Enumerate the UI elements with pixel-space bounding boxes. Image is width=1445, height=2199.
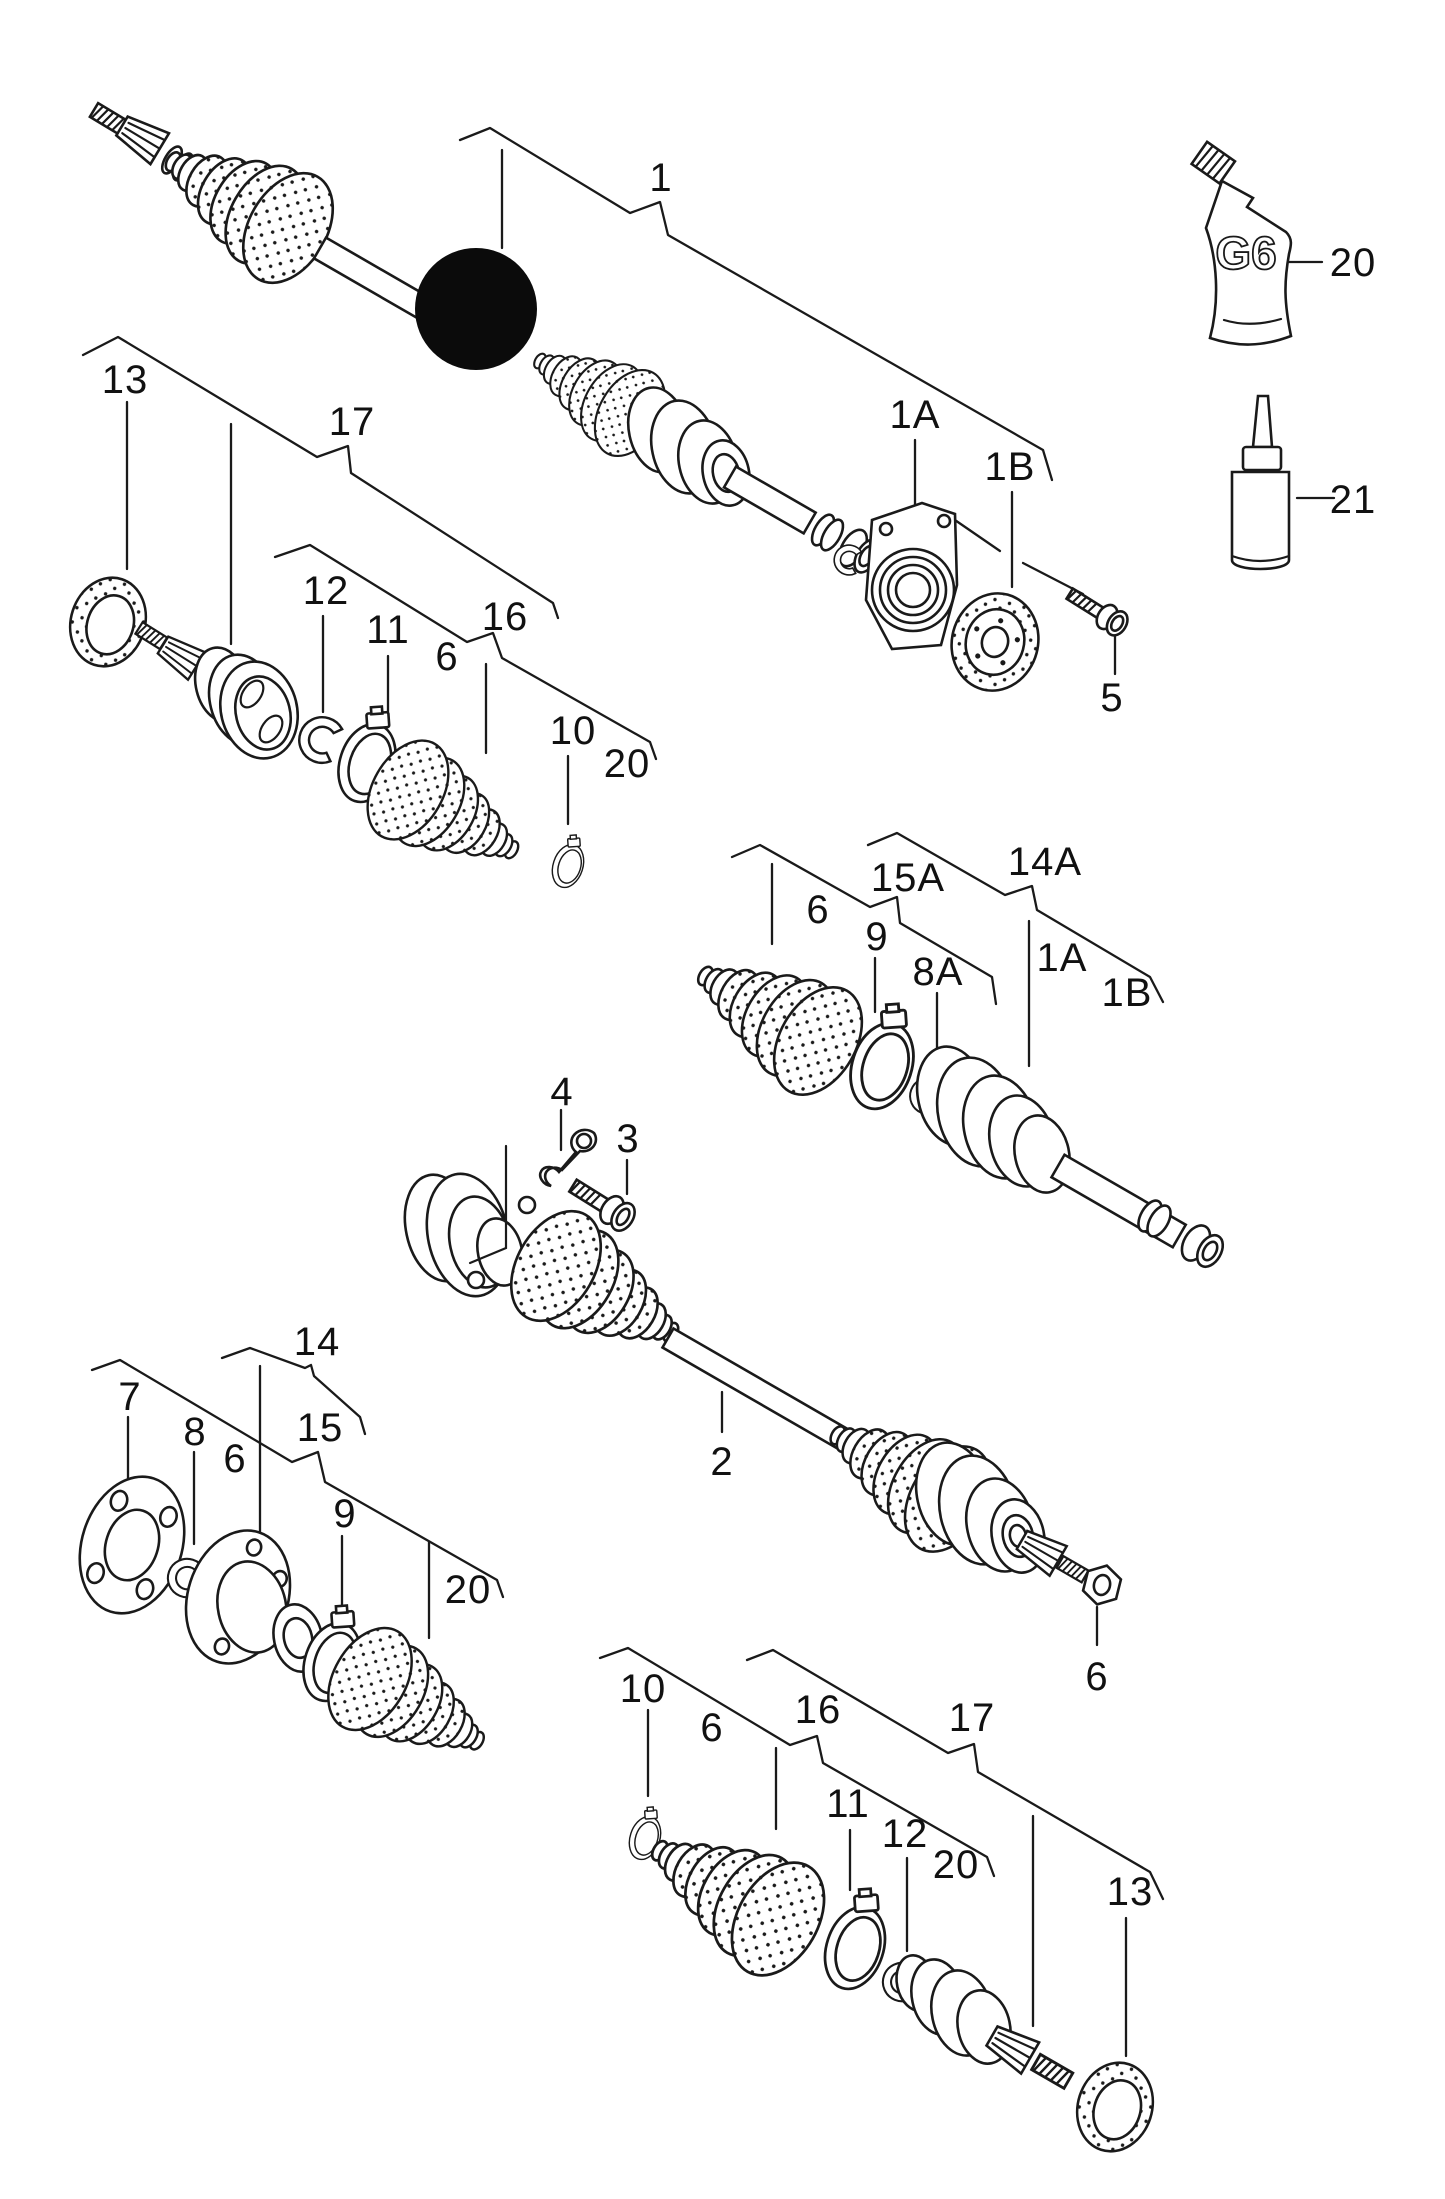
leader-lines xyxy=(81,126,1336,2058)
coupling-ring-1b xyxy=(950,592,1040,692)
callout-6-boot-mid: 6 xyxy=(806,888,830,932)
drive-shaft-assembly-left xyxy=(403,1144,1123,1606)
callout-1a-joint: 1A xyxy=(1036,936,1088,980)
outer-joint-kit-left xyxy=(57,566,594,900)
callout-8a-circlip: 8A xyxy=(912,950,964,994)
callout-16-kit-bottom: 16 xyxy=(794,1688,842,1732)
drive-shaft-assembly-right xyxy=(88,101,881,578)
callout-20-grease-bl: 20 xyxy=(444,1568,492,1612)
callout-9-clamp-mid: 9 xyxy=(865,915,889,959)
flanged-inner-joint-kit-left xyxy=(78,1475,511,1793)
callout-1b-joint: 1B xyxy=(1101,971,1153,1015)
callout-14a-kit: 14A xyxy=(1007,840,1083,884)
inner-joint-kit-right xyxy=(669,921,1225,1269)
callout-1a-flange: 1A xyxy=(889,393,941,437)
callout-6-nut: 6 xyxy=(1085,1655,1109,1699)
flange-bolt-5 xyxy=(1064,586,1129,637)
callout-15-kit: 15 xyxy=(296,1406,344,1450)
callout-4-tab: 4 xyxy=(550,1070,574,1114)
callout-1-shaft-right: 1 xyxy=(649,156,673,200)
callout-17-kit-bottom: 17 xyxy=(948,1696,996,1740)
retaining-tab-4 xyxy=(538,1128,598,1188)
blacked-out-marker xyxy=(415,248,537,370)
callout-10-clamp-small: 10 xyxy=(549,709,597,753)
callout-3-bolt: 3 xyxy=(616,1117,640,1161)
callout-12-circlip-bottom: 12 xyxy=(881,1812,929,1856)
callout-20-grease-tube: 20 xyxy=(1329,241,1377,285)
callout-7-flange-disc: 7 xyxy=(118,1375,142,1419)
callout-20-grease-left: 20 xyxy=(603,742,651,786)
callout-6-boot-left: 6 xyxy=(435,635,459,679)
callout-6-boot-bottom: 6 xyxy=(700,1706,724,1750)
grease-tube-g6: G6 xyxy=(1189,139,1293,346)
callout-10-clamp-bottom: 10 xyxy=(619,1667,667,1711)
callout-20-grease-bottom: 20 xyxy=(932,1843,980,1887)
outer-joint-kit-bottom xyxy=(622,1793,1166,2163)
flange-plate-1a xyxy=(864,501,959,651)
callout-9-clamp-bl: 9 xyxy=(333,1492,357,1536)
callout-11-clamp-bottom: 11 xyxy=(826,1782,870,1826)
callout-13-seal-left: 13 xyxy=(101,358,149,402)
socket-head-bolt-3 xyxy=(567,1177,636,1232)
callout-13-seal-bottom: 13 xyxy=(1106,1870,1154,1914)
callout-16-bootkit-left: 16 xyxy=(481,595,529,639)
callout-1b-coupling: 1B xyxy=(984,445,1036,489)
callout-17-kit-left: 17 xyxy=(328,400,376,444)
tube-marking-text: G6 xyxy=(1215,227,1276,279)
callout-15a-kit: 15A xyxy=(870,856,946,900)
callout-2-shaft-left: 2 xyxy=(710,1440,734,1484)
callout-6-joint-bl: 6 xyxy=(223,1437,247,1481)
callout-14-kit: 14 xyxy=(293,1320,341,1364)
callout-5-bolt: 5 xyxy=(1100,676,1124,720)
callout-12-circlip-left: 12 xyxy=(302,569,350,613)
callout-11-clamp-left: 11 xyxy=(366,608,410,652)
callout-21-fluid: 21 xyxy=(1329,478,1377,522)
callout-8-circlip: 8 xyxy=(183,1410,207,1454)
locking-fluid-bottle-21 xyxy=(1230,394,1291,571)
